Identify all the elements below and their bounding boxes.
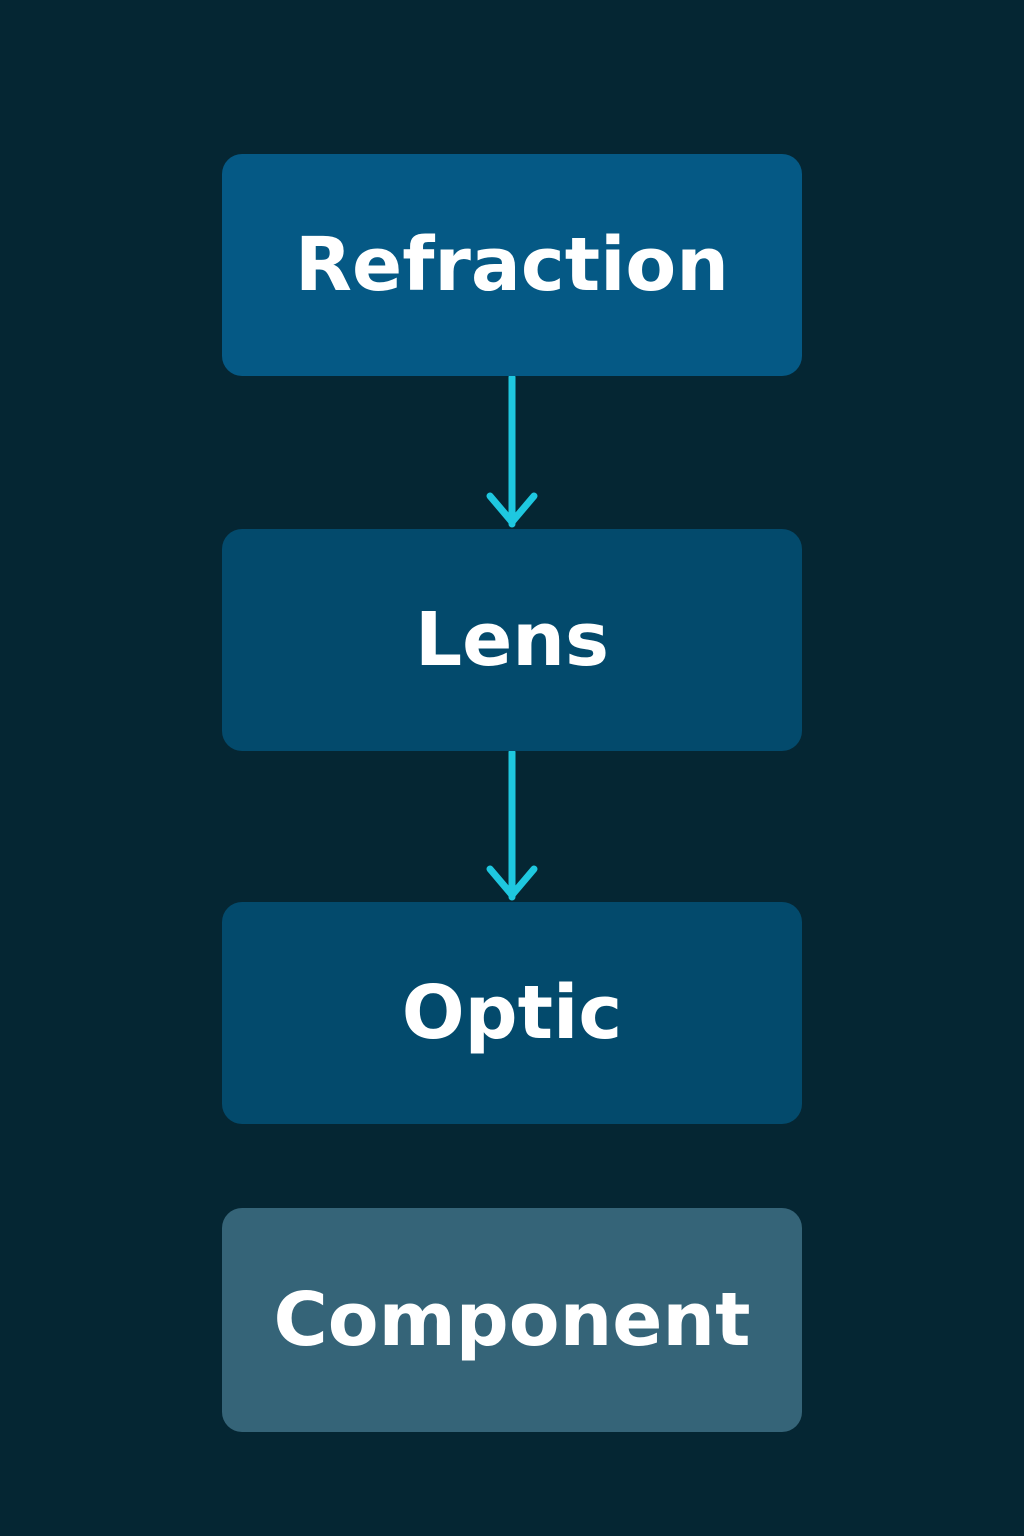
node-component[interactable]: Component [222,1208,802,1432]
arrow-head-icon [486,492,538,526]
node-label: Lens [414,597,610,683]
arrow-refraction-to-lens [486,373,538,528]
node-lens[interactable]: Lens [222,529,802,751]
node-refraction[interactable]: Refraction [222,154,802,376]
node-optic[interactable]: Optic [222,902,802,1124]
arrow-head-icon [486,865,538,899]
node-label: Refraction [295,222,729,308]
arrow-lens-to-optic [486,748,538,901]
node-label: Optic [401,970,623,1056]
node-label: Component [273,1277,751,1363]
